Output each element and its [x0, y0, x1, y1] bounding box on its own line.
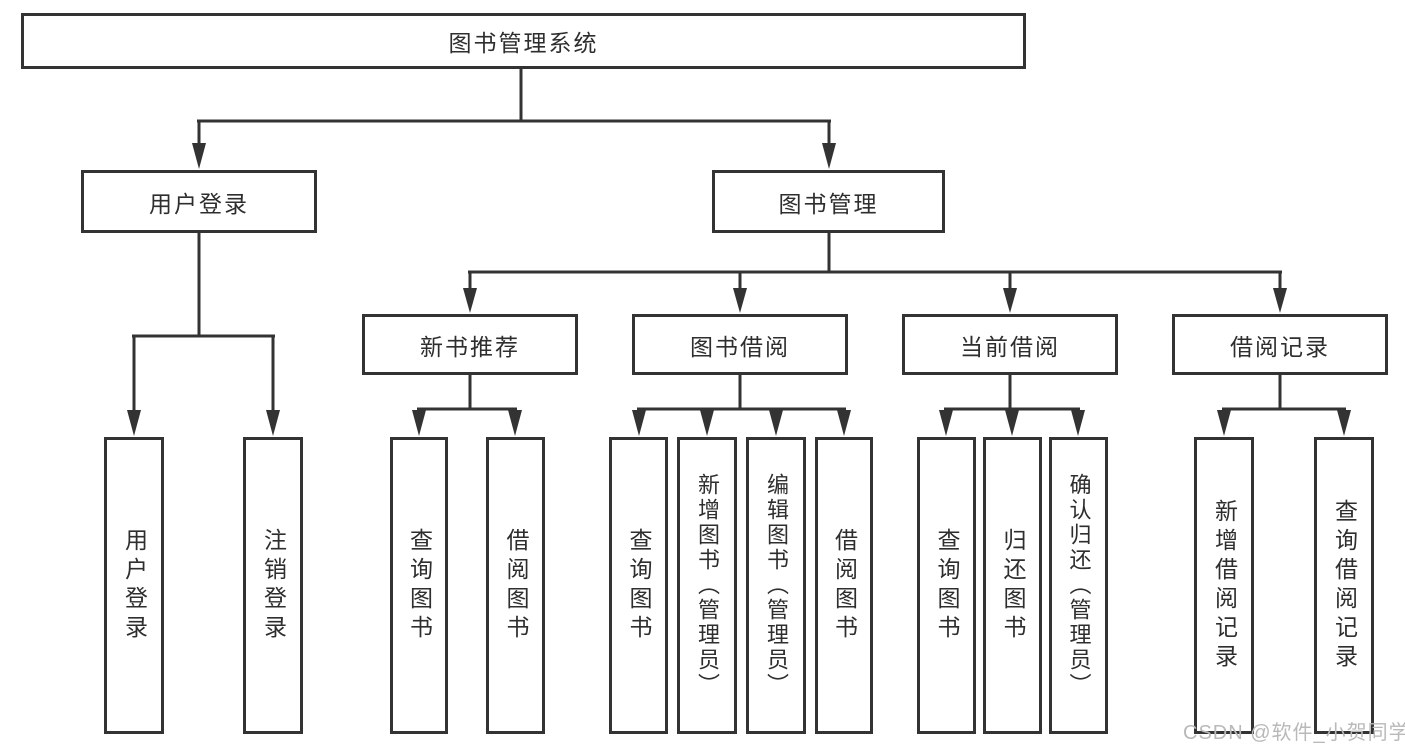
leaf-borrow-book-rec: 借阅图书 — [486, 437, 545, 734]
leaf-return-book: 归还图书 — [983, 437, 1042, 734]
leaf-query-borrow-record: 查询借阅记录 — [1314, 437, 1374, 734]
leaf-add-borrow-record: 新增借阅记录 — [1194, 437, 1254, 734]
csdn-watermark: CSDN @软件_小贺同学 — [1183, 722, 1405, 744]
node-new-book-rec: 新书推荐 — [362, 314, 578, 375]
leaf-query-book-rec: 查询图书 — [390, 437, 448, 734]
node-current-borrow: 当前借阅 — [902, 314, 1118, 375]
node-borrow-records: 借阅记录 — [1172, 314, 1388, 375]
leaf-add-book-admin: 新增图书（管理员） — [677, 437, 737, 734]
node-root: 图书管理系统 — [21, 13, 1026, 69]
leaf-query-book-borrow: 查询图书 — [609, 437, 668, 734]
leaf-query-book-current: 查询图书 — [917, 437, 976, 734]
leaf-edit-book-admin: 编辑图书（管理员） — [746, 437, 806, 734]
node-book-mgmt: 图书管理 — [712, 170, 945, 233]
leaf-borrow-book-borrow: 借阅图书 — [815, 437, 873, 734]
node-user-login: 用户登录 — [81, 170, 317, 233]
node-book-borrow: 图书借阅 — [632, 314, 848, 375]
leaf-confirm-return-admin: 确认归还（管理员） — [1049, 437, 1108, 734]
leaf-user-login: 用户登录 — [104, 437, 164, 734]
leaf-logout: 注销登录 — [243, 437, 303, 734]
